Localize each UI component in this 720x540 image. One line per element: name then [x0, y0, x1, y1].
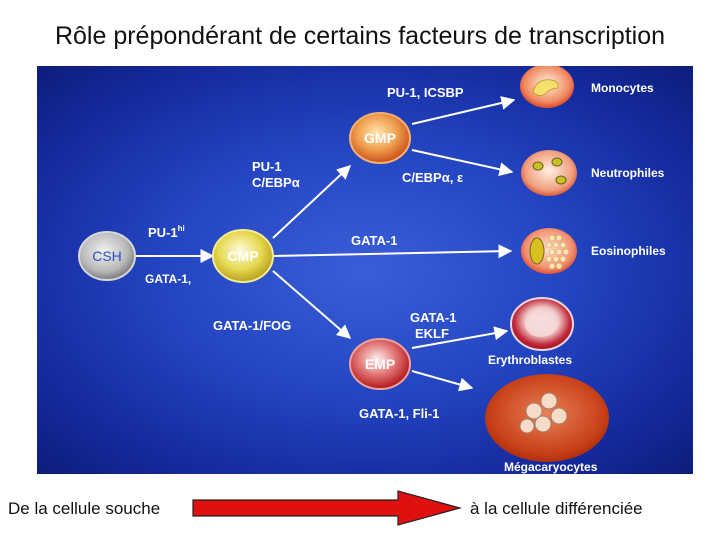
gmp-label: GMP	[364, 130, 396, 146]
neutrophil-cell	[521, 150, 577, 196]
csh-label: CSH	[92, 248, 122, 264]
factor-cebp-ae: C/EBPα, ε	[402, 170, 463, 185]
arrow-cmp-gmp	[272, 165, 352, 239]
label-neutrophiles: Neutrophiles	[591, 166, 665, 180]
factor-pu1hi: PU-1hi	[148, 224, 185, 240]
factor-gata1-fli1: GATA-1, Fli-1	[359, 406, 439, 421]
page-title: Rôle prépondérant de certains facteurs d…	[54, 22, 666, 50]
emp-cell: EMP	[349, 338, 411, 390]
footer-origin-label: De la cellule souche	[8, 499, 161, 518]
arrow-emp-mega	[411, 370, 474, 392]
hematopoiesis-diagram: CSH CMP GMP EMP	[78, 66, 666, 474]
label-monocytes: Monocytes	[591, 81, 654, 95]
factor-gata1-cmp: GATA-1	[351, 233, 397, 248]
arrow-gmp-mono	[411, 96, 516, 125]
factor-gata1-fog: GATA-1/FOG	[213, 318, 291, 333]
arrow-gmp-neut	[411, 149, 514, 177]
branch-arrows	[122, 96, 516, 392]
erythroblast-cell	[510, 297, 574, 351]
progression-arrow	[192, 490, 463, 526]
monocyte-cell	[520, 66, 574, 108]
factor-pu1-icsbp: PU-1, ICSBP	[387, 85, 464, 100]
gmp-cell: GMP	[349, 112, 411, 164]
cmp-label: CMP	[227, 248, 258, 264]
arrow-cmp-emp	[272, 270, 352, 339]
label-erythroblastes: Erythroblastes	[488, 353, 572, 367]
label-megacaryocytes: Mégacaryocytes	[504, 460, 598, 474]
arrow-cmp-eos	[272, 244, 513, 259]
arrow-emp-ery	[411, 326, 509, 349]
cmp-cell: CMP	[212, 229, 274, 283]
factor-cebpa: C/EBPα	[252, 175, 300, 190]
factor-eklf: EKLF	[415, 326, 449, 341]
factor-gata1-ery: GATA-1	[410, 310, 456, 325]
factor-pu1: PU-1	[252, 159, 282, 174]
footer-destination-label: à la cellule différenciée	[470, 499, 643, 518]
emp-label: EMP	[365, 356, 395, 372]
eosinophil-cell	[521, 228, 577, 274]
factor-gata1-csh: GATA-1,	[145, 272, 191, 286]
label-eosinophiles: Eosinophiles	[591, 244, 666, 258]
megakaryocyte-cell	[485, 374, 609, 462]
csh-cell: CSH	[78, 231, 136, 281]
